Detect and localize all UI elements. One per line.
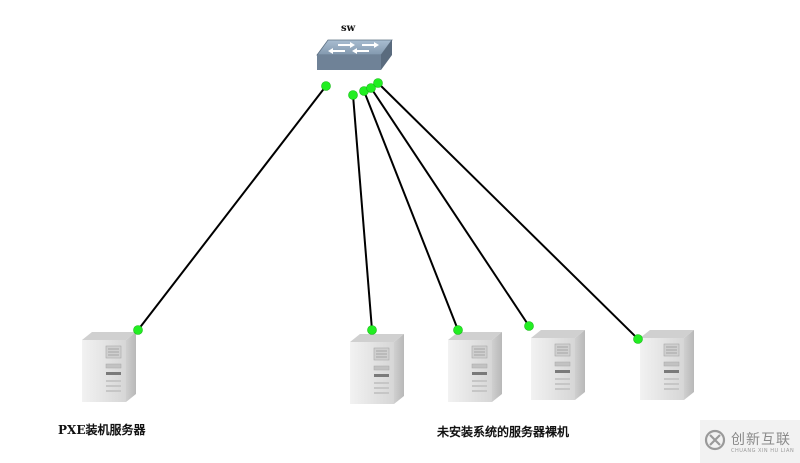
watermark: 创新互联 CHUANG XIN HU LIAN bbox=[700, 420, 800, 463]
link-bare-server-1 bbox=[352, 94, 373, 331]
switch-label: sw bbox=[341, 23, 356, 34]
port-dot bbox=[633, 334, 643, 344]
server-bare-2 bbox=[447, 332, 502, 402]
port-dot bbox=[133, 325, 143, 335]
link-bare-server-4 bbox=[377, 82, 639, 340]
port-dot bbox=[524, 321, 534, 331]
port-dot bbox=[367, 325, 377, 335]
server-bare-1 bbox=[349, 334, 404, 404]
port-dot bbox=[321, 81, 331, 91]
port-dots bbox=[133, 78, 643, 344]
watermark-sub: CHUANG XIN HU LIAN bbox=[731, 448, 795, 454]
network-switch-icon bbox=[316, 39, 393, 70]
brand-logo-icon bbox=[704, 429, 726, 451]
pxe-server-label: PXE装机服务器 bbox=[58, 423, 146, 437]
server-pxe bbox=[81, 332, 136, 402]
server-bare-4 bbox=[639, 330, 694, 400]
link-bare-server-3 bbox=[370, 87, 530, 327]
port-dot bbox=[348, 90, 358, 100]
link-bare-server-2 bbox=[363, 90, 459, 331]
bare-servers-label: 未安装系统的服务器裸机 bbox=[437, 425, 570, 439]
port-dot bbox=[373, 78, 383, 88]
links bbox=[137, 82, 639, 340]
port-dot bbox=[366, 83, 376, 93]
server-bare-3 bbox=[530, 330, 585, 400]
link-pxe-server bbox=[137, 85, 327, 331]
watermark-brand: 创新互联 bbox=[731, 432, 791, 448]
port-dot bbox=[453, 325, 463, 335]
